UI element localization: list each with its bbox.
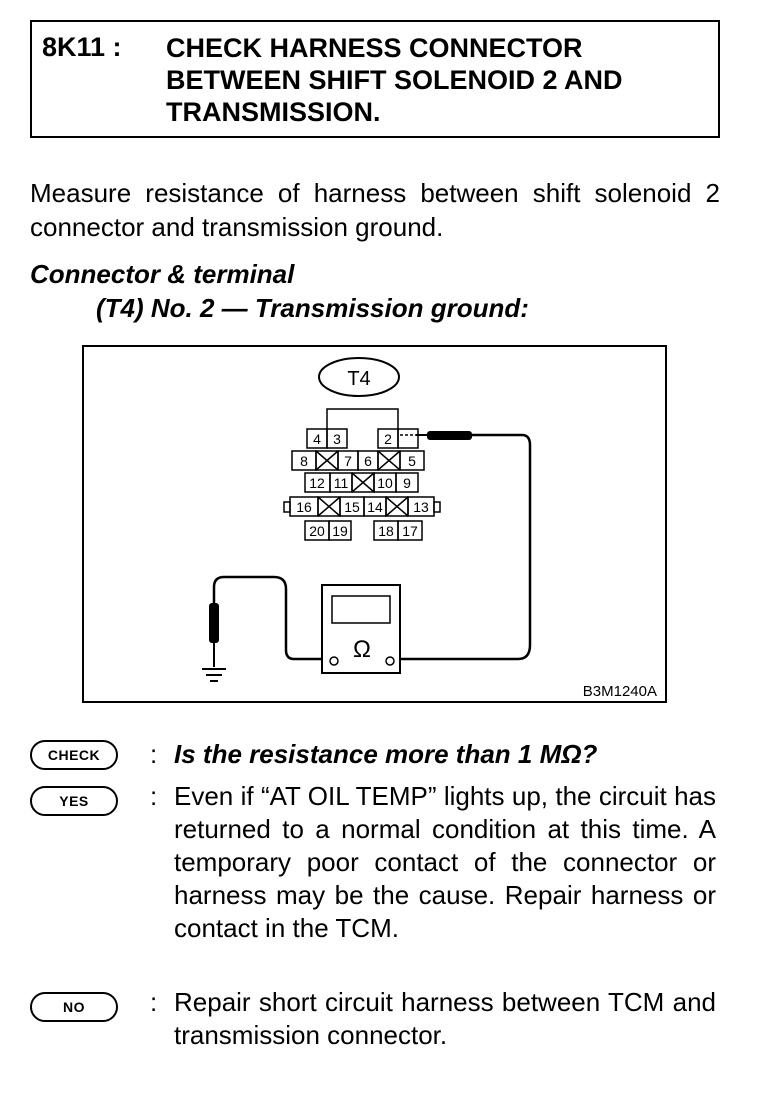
figure-code: B3M1240A	[583, 683, 657, 700]
pin-18: 18	[378, 523, 394, 539]
connector-label: T4	[347, 368, 370, 390]
ohmmeter: Ω	[321, 584, 401, 674]
check-badge: CHECK	[30, 740, 118, 770]
ground-icon	[202, 668, 226, 682]
pin-17: 17	[402, 523, 418, 539]
no-badge: NO	[30, 992, 118, 1022]
yes-badge: YES	[30, 786, 118, 816]
intro-text: Measure resistance of harness between sh…	[30, 178, 720, 242]
no-answer: Repair short circuit harness between TCM…	[174, 987, 716, 1050]
pin-16: 16	[296, 499, 312, 515]
pin-2: 2	[384, 431, 392, 447]
pin-5: 5	[408, 453, 416, 469]
pin-8: 8	[300, 453, 308, 469]
step-title-box: 8K11 : CHECK HARNESS CONNECTOR BETWEEN S…	[30, 20, 720, 138]
pin-12: 12	[309, 475, 325, 491]
probe-lead-positive	[396, 431, 532, 661]
no-colon: :	[150, 987, 158, 1017]
connector-t4	[283, 408, 441, 541]
pin-13: 13	[413, 499, 429, 515]
pin-6: 6	[364, 453, 372, 469]
step-title: CHECK HARNESS CONNECTOR BETWEEN SHIFT SO…	[166, 33, 623, 127]
yes-answer: Even if “AT OIL TEMP” lights up, the cir…	[174, 781, 716, 943]
pin-3: 3	[333, 431, 341, 447]
pin-11: 11	[334, 475, 349, 491]
connector-heading: Connector & terminal	[30, 259, 295, 289]
check-colon: :	[150, 739, 158, 769]
pin-15: 15	[344, 499, 360, 515]
probe-lead-ground	[209, 575, 322, 667]
check-question: Is the resistance more than 1 MΩ?	[174, 739, 598, 769]
pin-20: 20	[309, 523, 325, 539]
wiring-diagram: T4	[82, 345, 667, 703]
connector-spec: (T4) No. 2 — Transmission ground:	[96, 293, 529, 323]
pin-7: 7	[344, 453, 352, 469]
pin-14: 14	[367, 499, 383, 515]
pin-9: 9	[403, 475, 411, 491]
yes-colon: :	[150, 781, 158, 811]
step-id: 8K11 :	[42, 32, 122, 62]
meter-symbol: Ω	[353, 636, 371, 663]
pin-4: 4	[313, 431, 321, 447]
pin-10: 10	[377, 475, 393, 491]
pin-19: 19	[332, 523, 348, 539]
